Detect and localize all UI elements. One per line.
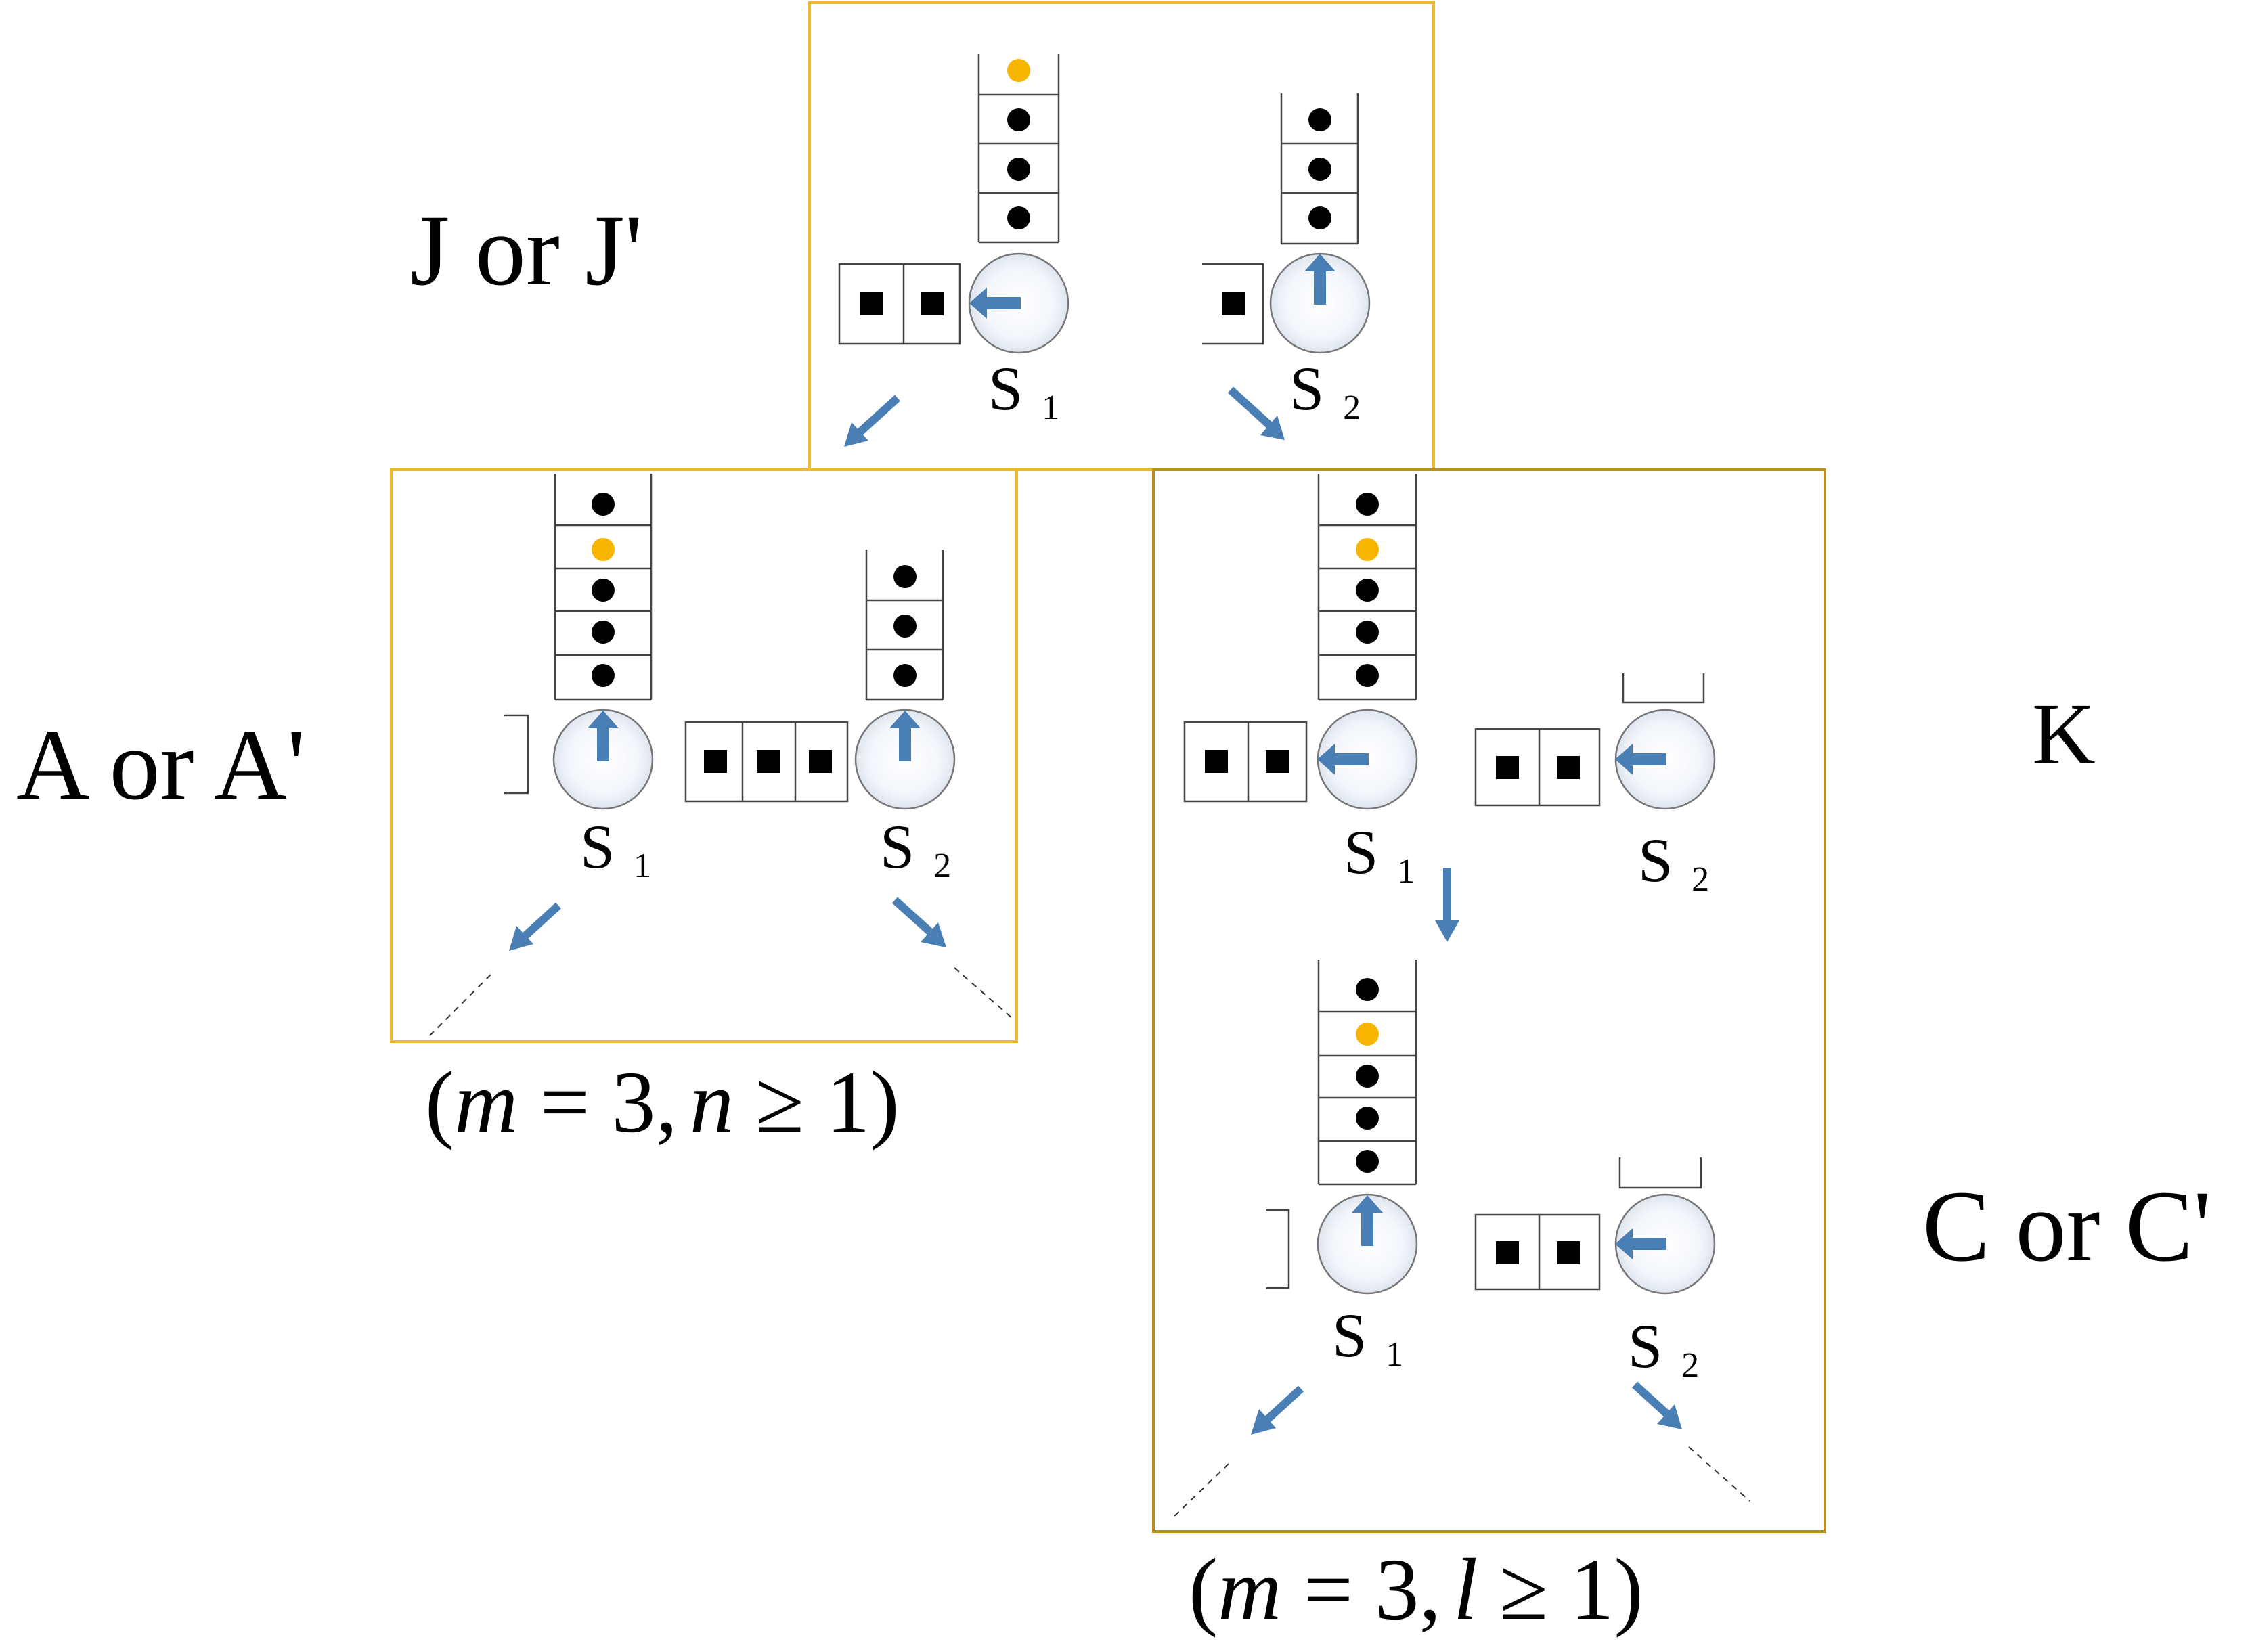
job-icon <box>1308 108 1331 131</box>
arrow-icon <box>1352 1195 1383 1246</box>
queued-task-icon <box>1557 1241 1580 1264</box>
right-upper-s1-task-buffer <box>1183 721 1308 803</box>
left-s1-empty-buffer <box>504 714 529 795</box>
queued-task-icon <box>704 750 727 773</box>
job-icon <box>1356 978 1379 1001</box>
top-s2-task-buffer <box>1202 263 1264 345</box>
state-frame-right <box>1152 468 1826 1533</box>
transition-arrow-down-left <box>1259 1385 1304 1427</box>
arrow-icon <box>889 711 921 761</box>
transition-arrow-down-right <box>1631 1381 1675 1422</box>
queued-task-icon <box>921 292 944 315</box>
right-lower-s2-empty-queue <box>1618 1157 1702 1189</box>
job-icon <box>1308 206 1331 229</box>
left-s1-job-stack <box>554 474 653 701</box>
job-icon <box>1308 158 1331 181</box>
job-icon <box>1356 579 1379 602</box>
queued-task-icon <box>1266 750 1289 773</box>
state-label-left: A or A' <box>16 709 305 821</box>
queued-task-icon <box>1557 756 1580 779</box>
queued-task-icon <box>860 292 883 315</box>
job-icon <box>1356 1150 1379 1173</box>
state-label-top: J or J' <box>410 194 643 307</box>
arrow-icon <box>1317 744 1369 775</box>
job-icon <box>1356 621 1379 644</box>
job-icon <box>893 664 917 687</box>
continuation-dashed-line <box>954 967 1013 1019</box>
continuation-dashed-line <box>1688 1446 1750 1502</box>
job-icon <box>1007 108 1030 131</box>
job-icon <box>592 579 615 602</box>
job-icon <box>1356 493 1379 516</box>
right-lower-s2-task-buffer <box>1474 1213 1601 1291</box>
highlighted-job-icon <box>1007 59 1030 82</box>
queued-task-icon <box>1222 292 1245 315</box>
job-icon <box>592 664 615 687</box>
arrow-icon <box>1657 1404 1682 1429</box>
transition-arrow-down-right <box>1227 386 1279 434</box>
state-label-right-lower: C or C' <box>1922 1170 2211 1282</box>
job-icon <box>893 565 917 588</box>
arrow-icon <box>509 926 533 951</box>
state-frame-top <box>808 1 1435 471</box>
queued-task-icon <box>757 750 780 773</box>
queued-task-icon <box>809 750 832 773</box>
continuation-dashed-line <box>429 974 491 1036</box>
right-lower-s1-job-stack <box>1317 960 1417 1186</box>
right-upper-s2-task-buffer <box>1474 728 1601 807</box>
right-upper-s1-job-stack <box>1317 474 1417 701</box>
arrow-icon <box>844 422 868 447</box>
job-icon <box>1356 1107 1379 1130</box>
continuation-dashed-line <box>1170 1463 1229 1520</box>
arrow-icon <box>1251 1409 1276 1435</box>
arrow-icon <box>1615 1228 1666 1259</box>
job-icon <box>1356 664 1379 687</box>
arrow-icon <box>969 288 1021 319</box>
transition-arrow-down-left <box>516 902 562 944</box>
transition-arrow-down-left <box>849 395 901 442</box>
arrow-icon <box>1615 744 1666 775</box>
arrow-icon <box>1304 254 1335 305</box>
queued-task-icon <box>1205 750 1228 773</box>
state-label-right-upper: K <box>2032 686 2096 783</box>
top-s1-job-stack <box>977 54 1060 244</box>
condition-left: (m = 3,n ≥ 1) <box>425 1054 900 1151</box>
transition-arrow-down-right <box>891 897 939 940</box>
arrow-icon <box>921 922 946 947</box>
queued-task-icon <box>1496 1241 1519 1264</box>
left-s2-task-buffer <box>684 721 849 803</box>
right-upper-s2-empty-queue <box>1622 673 1705 704</box>
highlighted-job-icon <box>1356 1023 1379 1046</box>
state-frame-left <box>390 468 1018 1043</box>
right-lower-s1-empty-buffer <box>1266 1209 1290 1289</box>
arrow-icon <box>588 711 619 761</box>
condition-right: (m = 3,l ≥ 1) <box>1189 1541 1643 1638</box>
job-icon <box>1007 158 1030 181</box>
job-icon <box>893 615 917 638</box>
job-icon <box>592 493 615 516</box>
highlighted-job-icon <box>1356 538 1379 561</box>
arrow-icon <box>1260 416 1285 440</box>
top-s2-job-stack <box>1280 93 1359 245</box>
job-icon <box>592 621 615 644</box>
top-s1-task-buffer <box>838 263 961 345</box>
job-icon <box>1356 1065 1379 1088</box>
highlighted-job-icon <box>592 538 615 561</box>
queued-task-icon <box>1496 756 1519 779</box>
job-icon <box>1007 206 1030 229</box>
arrow-icon <box>1435 920 1459 942</box>
left-s2-job-stack <box>865 550 944 701</box>
